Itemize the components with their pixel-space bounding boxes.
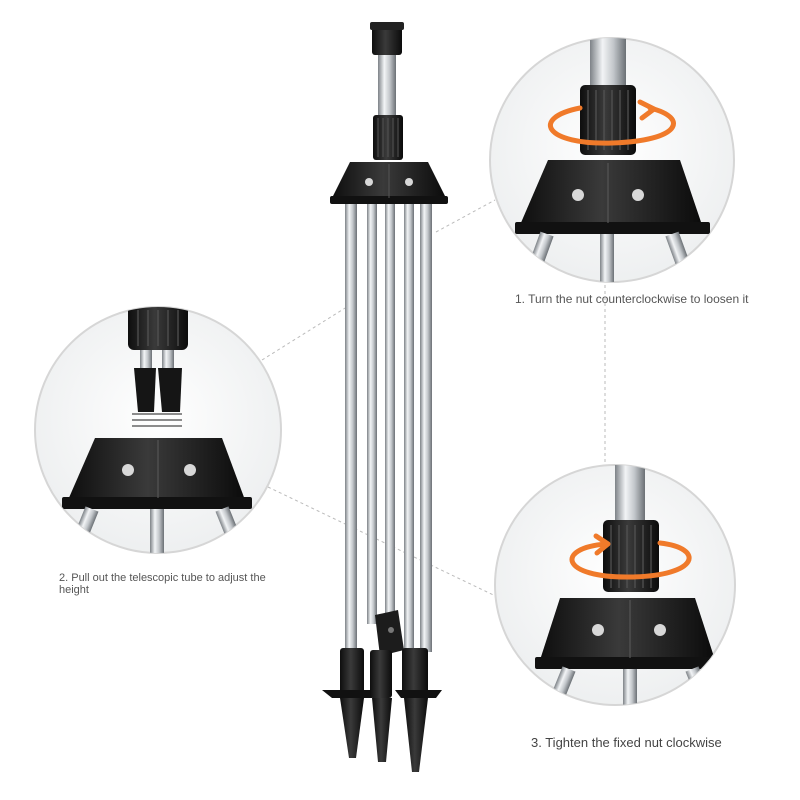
caption-step-1: 1. Turn the nut counterclockwise to loos… xyxy=(515,292,749,306)
detail-circle-loosen xyxy=(489,37,735,283)
caption-step-3: 3. Tighten the fixed nut clockwise xyxy=(531,735,722,750)
caption-step-2: 2. Pull out the telescopic tube to adjus… xyxy=(59,572,266,596)
tripod-stand xyxy=(322,22,448,772)
rotate-clockwise-arrow-icon xyxy=(569,533,692,580)
rotate-counterclockwise-arrow-icon xyxy=(547,99,676,146)
detail-circle-tighten xyxy=(494,464,736,706)
detail-circle-pull xyxy=(34,306,282,554)
